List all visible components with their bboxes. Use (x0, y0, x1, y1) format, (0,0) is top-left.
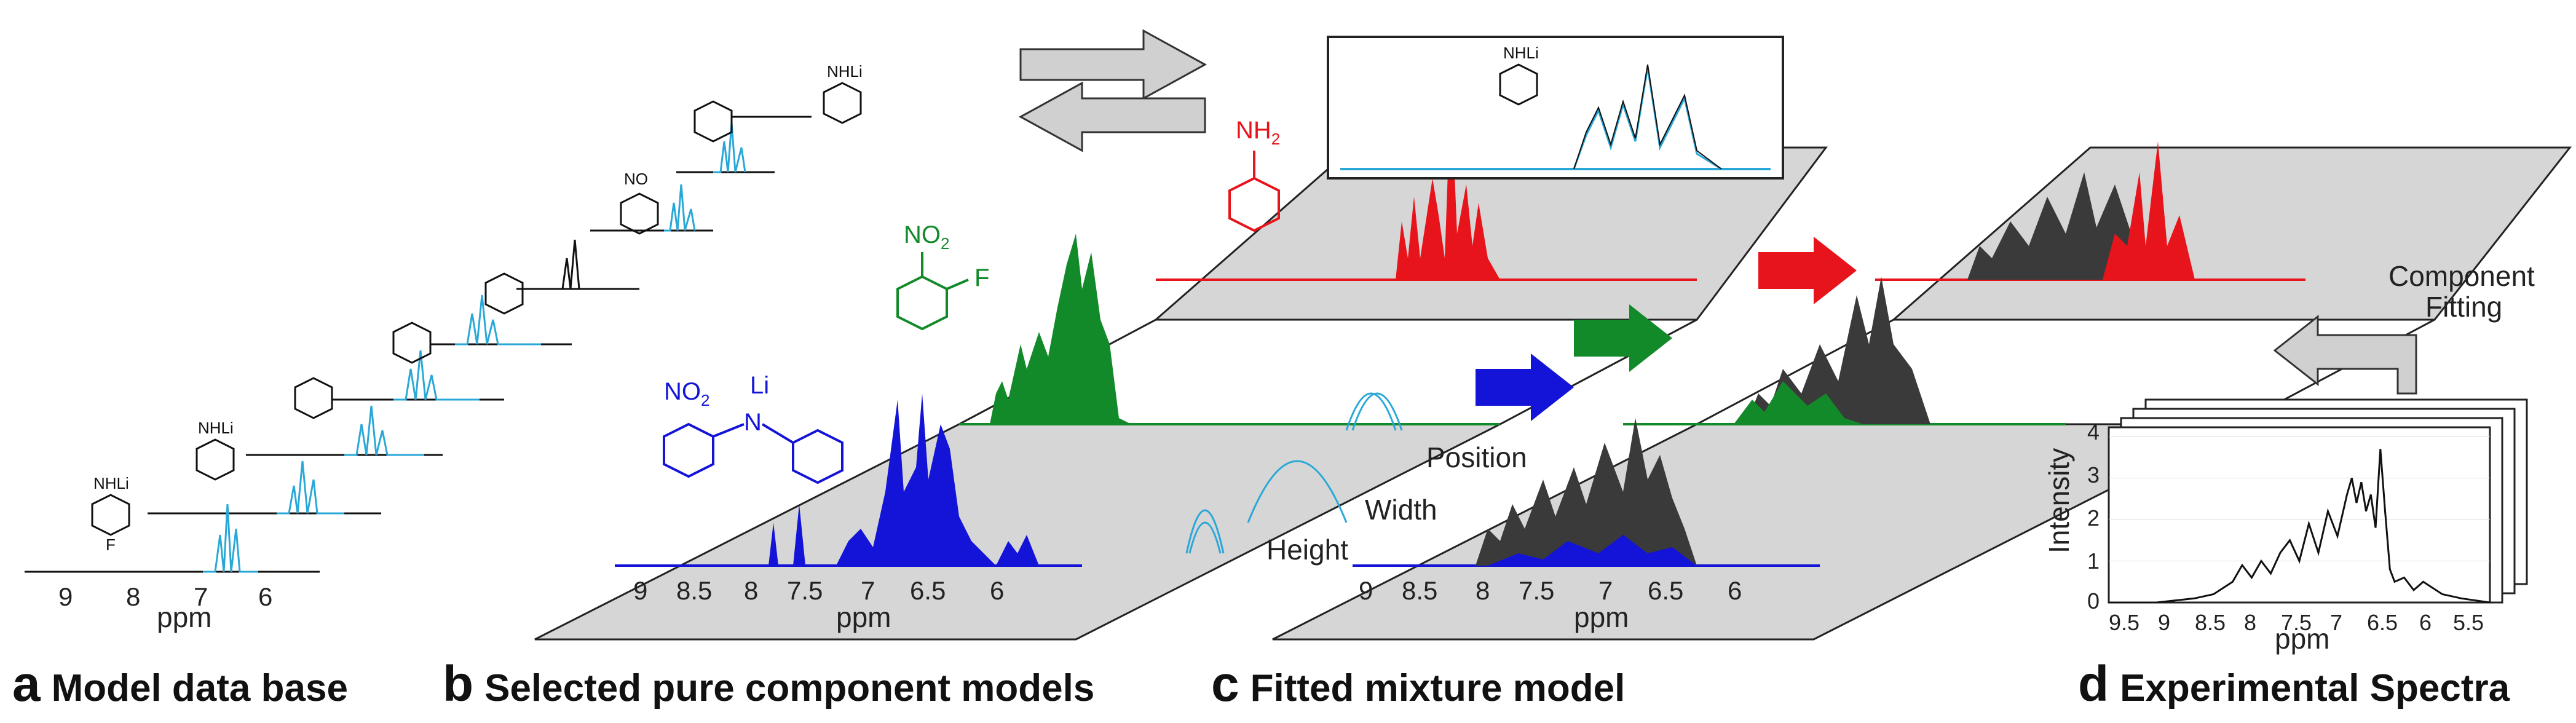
experimental-spectrum-line (2109, 449, 2491, 604)
experimental-plot-area (2108, 426, 2491, 604)
d-xtick-7-5: 7.5 (2281, 610, 2312, 635)
d-xtick-5-5: 5.5 (2453, 610, 2484, 635)
d-xtick-9: 9 (2158, 610, 2170, 635)
component-fitting-label-2: Fitting (2425, 291, 2502, 323)
axis-a-tick-9: 9 (58, 582, 73, 611)
mixture-red-layer (1967, 172, 2152, 280)
d-xtick-6: 6 (2419, 610, 2432, 635)
axis-c-unit: ppm (1574, 601, 1629, 633)
d-ytick-3: 3 (2087, 462, 2100, 488)
axis-b-unit: ppm (836, 601, 891, 633)
component-arrows (1476, 237, 1857, 421)
d-ylabel: Intensity (2043, 448, 2075, 553)
mixture-red-component (2103, 141, 2195, 280)
axis-b-tick-8: 8 (744, 576, 758, 605)
axis-a-unit: ppm (157, 601, 211, 633)
axis-c-tick-9: 9 (1359, 576, 1373, 605)
axis-b-tick-7: 7 (861, 576, 875, 605)
no2-label-green: NO2 (904, 221, 949, 253)
spectrum-blue (762, 393, 1057, 566)
d-ytick-4: 4 (2087, 419, 2100, 444)
nhli-inset-label: NHLi (1503, 44, 1539, 62)
d-xtick-8: 8 (2244, 610, 2256, 635)
f-label-green: F (974, 264, 989, 291)
d-xtick-8-5: 8.5 (2195, 610, 2226, 635)
axis-b-tick-8-5: 8.5 (676, 576, 712, 605)
mixture-green-layer (1746, 277, 1930, 424)
width-label: Width (1365, 494, 1437, 526)
axis-b-tick-6-5: 6.5 (910, 576, 946, 605)
model-database-stack: NHLi NHLi F NO NHLi 9 8 7 6 ppm (25, 62, 863, 633)
axis-a-tick-7: 7 (194, 582, 208, 611)
mixture-blue-layer (1476, 418, 1697, 566)
mixture-blue-component (1488, 535, 1697, 566)
nhli-label: NHLi (93, 474, 129, 492)
axis-a-tick-8: 8 (126, 582, 140, 611)
nhli-label: NHLi (827, 62, 863, 81)
component-fitting-label-1: Component (2388, 260, 2535, 292)
position-label: Position (1426, 441, 1527, 473)
pure-component-models: NO2 Li N NO2 F NH2 9 8.5 8 7.5 7 6.5 6 p… (534, 86, 1828, 641)
li-label: Li (750, 372, 769, 399)
axis-b-tick-9: 9 (633, 576, 647, 605)
experimental-spectra: 0 1 2 3 4 9.5 9 8.5 8 7.5 7 6.5 6 5.5 pp… (2043, 398, 2528, 655)
axis-c-tick-8-5: 8.5 (1402, 576, 1437, 605)
component-fitting-arrow: Component Fitting (2273, 260, 2535, 395)
d-ytick-1: 1 (2087, 548, 2100, 574)
axis-b-tick-6: 6 (990, 576, 1004, 605)
axis-b-tick-7-5: 7.5 (787, 576, 823, 605)
axis-c-tick-7-5: 7.5 (1519, 576, 1554, 605)
axis-a-tick-6: 6 (258, 582, 272, 611)
fitted-mixture-model: 9 8.5 8 7.5 7 6.5 6 ppm (1272, 141, 2572, 641)
axis-c-tick-6: 6 (1728, 576, 1742, 605)
d-xtick-7: 7 (2330, 610, 2342, 635)
nhli-label: NHLi (198, 419, 234, 437)
d-ytick-2: 2 (2087, 505, 2100, 531)
d-ytick-0: 0 (2087, 588, 2100, 614)
nh2-label-red: NH2 (1236, 117, 1280, 148)
exchange-arrows (1018, 29, 1207, 152)
d-xtick-9-5: 9.5 (2109, 610, 2139, 635)
d-xlabel: ppm (2275, 623, 2329, 655)
d-xtick-6-5: 6.5 (2367, 610, 2398, 635)
spectrum-red (1389, 86, 1500, 280)
f-label: F (106, 535, 116, 554)
n-label: N (744, 409, 762, 436)
no2-label: NO (624, 170, 648, 188)
fit-inset: NHLi (1327, 36, 1784, 180)
spectrum-green (984, 234, 1131, 424)
mixture-green-component (1734, 381, 1863, 424)
axis-c-tick-8: 8 (1476, 576, 1490, 605)
axis-c-tick-6-5: 6.5 (1648, 576, 1683, 605)
axis-c-tick-7: 7 (1598, 576, 1613, 605)
peak-parameters (1185, 392, 1403, 554)
height-label: Height (1266, 534, 1348, 566)
no2-label-blue: NO2 (664, 378, 709, 409)
